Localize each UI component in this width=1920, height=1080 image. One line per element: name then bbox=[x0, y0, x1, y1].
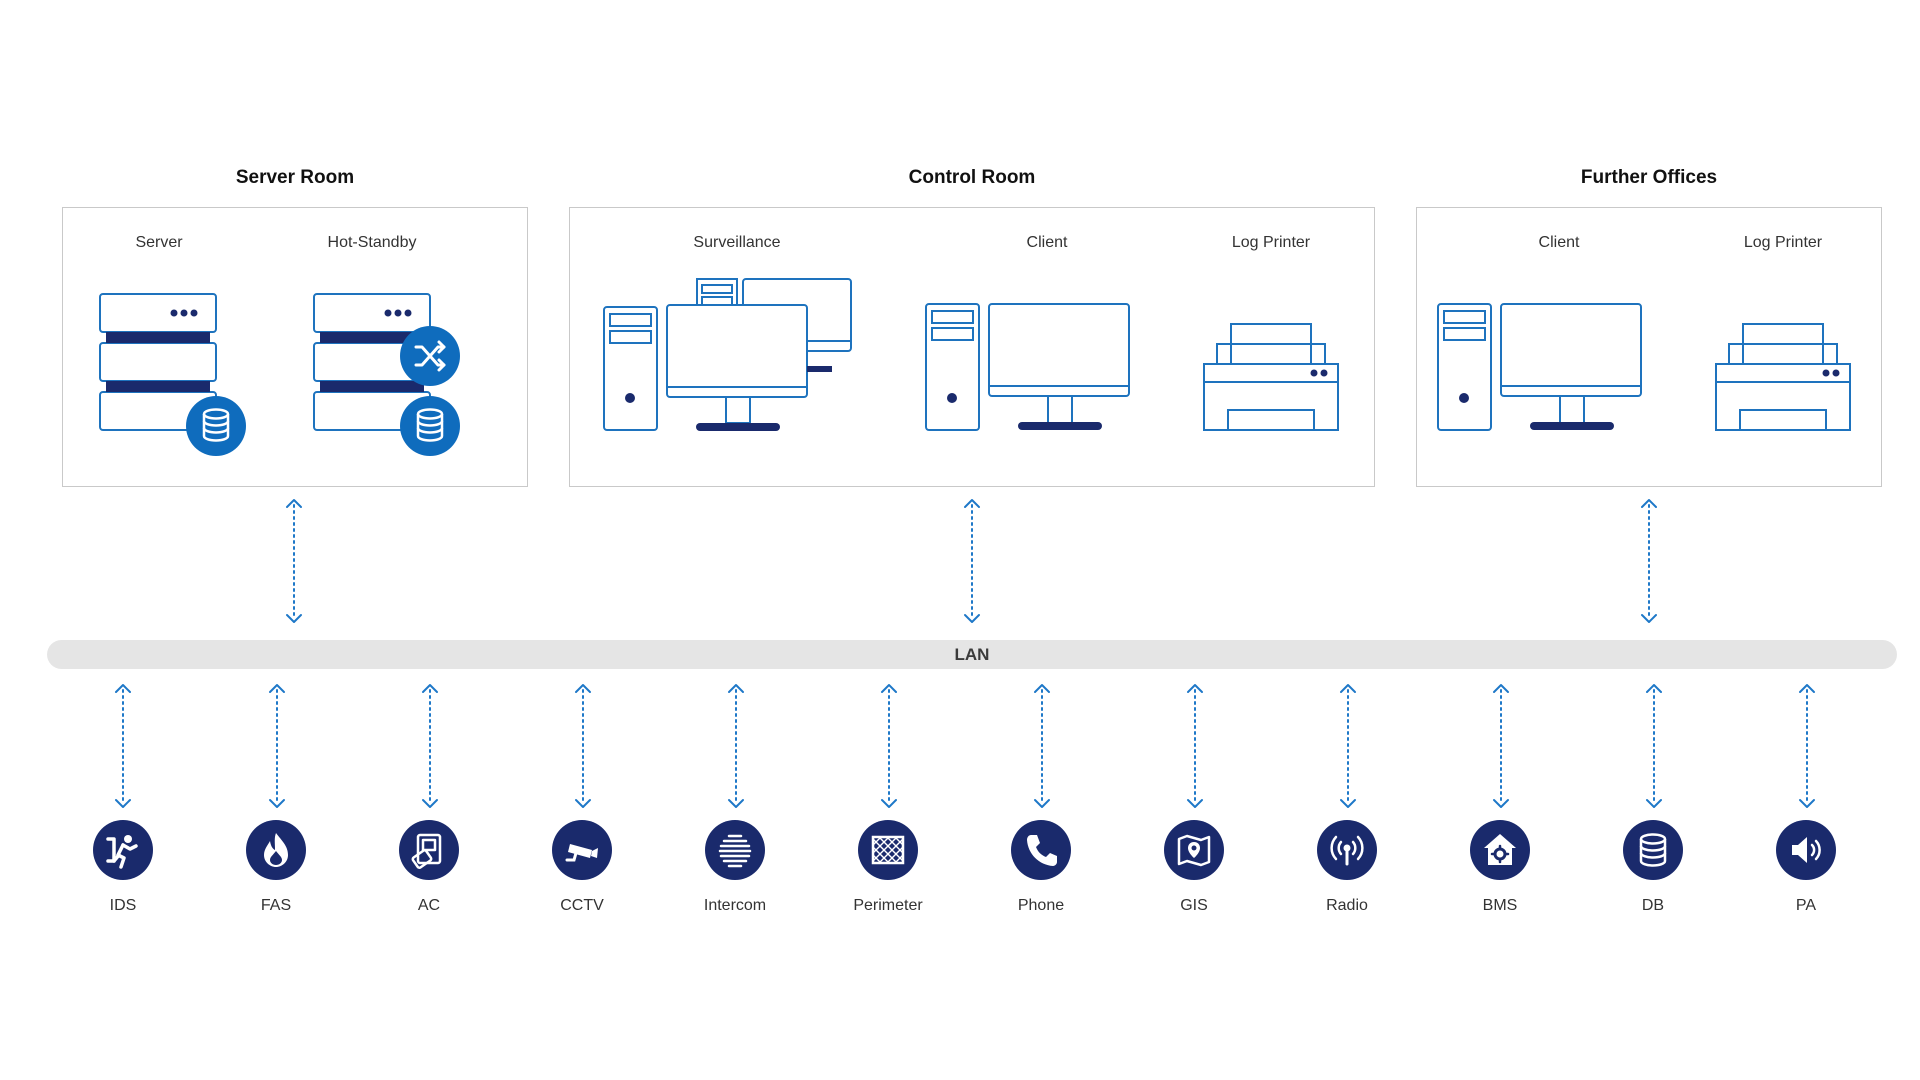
subsystem-cctv: CCTV bbox=[527, 820, 637, 916]
further-offices-box bbox=[1416, 207, 1882, 487]
subsystem-label: PA bbox=[1795, 897, 1817, 914]
phone-icon bbox=[1011, 820, 1071, 880]
subsystem-ac: AC bbox=[374, 820, 484, 916]
pa-lan-connector-arrow bbox=[1799, 684, 1815, 808]
office-client-label: Client bbox=[1538, 234, 1580, 251]
gis-lan-connector-arrow bbox=[1187, 684, 1203, 808]
control-client-computer-icon bbox=[925, 303, 1130, 431]
fence-icon bbox=[858, 820, 918, 880]
intercom-lan-connector-arrow bbox=[728, 684, 744, 808]
subsystem-bms: BMS bbox=[1445, 820, 1555, 916]
subsystem-label: DB bbox=[1641, 897, 1665, 914]
perimeter-lan-connector-arrow bbox=[881, 684, 897, 808]
bms-lan-connector-arrow bbox=[1493, 684, 1509, 808]
radio-waves-icon bbox=[1317, 820, 1377, 880]
further-offices-lan-connector-arrow bbox=[1641, 499, 1657, 623]
ac-lan-connector-arrow bbox=[422, 684, 438, 808]
fire-icon bbox=[246, 820, 306, 880]
server-icon bbox=[99, 293, 246, 456]
control-room-title: Control Room bbox=[908, 167, 1036, 188]
office-log-printer-icon bbox=[1715, 323, 1851, 431]
further-offices-title: Further Offices bbox=[1580, 167, 1718, 188]
subsystem-fas: FAS bbox=[221, 820, 331, 916]
database-icon bbox=[1623, 820, 1683, 880]
radio-lan-connector-arrow bbox=[1340, 684, 1356, 808]
server-room-title: Server Room bbox=[235, 167, 355, 188]
intrusion-running-person-icon bbox=[93, 820, 153, 880]
fas-lan-connector-arrow bbox=[269, 684, 285, 808]
subsystem-ids: IDS bbox=[68, 820, 178, 916]
db-lan-connector-arrow bbox=[1646, 684, 1662, 808]
house-gear-icon bbox=[1470, 820, 1530, 880]
server-label: Server bbox=[135, 234, 183, 251]
camera-icon bbox=[552, 820, 612, 880]
control-log-printer-label: Log Printer bbox=[1231, 234, 1311, 251]
office-client-computer-icon bbox=[1437, 303, 1642, 431]
phone-lan-connector-arrow bbox=[1034, 684, 1050, 808]
loudspeaker-icon bbox=[1776, 820, 1836, 880]
lan-label: LAN bbox=[954, 645, 990, 664]
map-pin-icon bbox=[1164, 820, 1224, 880]
control-log-printer-icon bbox=[1203, 323, 1339, 431]
hot-standby-label: Hot-Standby bbox=[327, 234, 417, 251]
subsystem-perimeter: Perimeter bbox=[833, 820, 943, 916]
surveillance-workstation-icon bbox=[603, 278, 852, 431]
subsystem-label: IDS bbox=[109, 897, 137, 914]
subsystem-label: Intercom bbox=[703, 897, 767, 914]
office-log-printer-label: Log Printer bbox=[1743, 234, 1823, 251]
subsystem-label: GIS bbox=[1180, 897, 1208, 914]
speaker-grille-icon bbox=[705, 820, 765, 880]
lan-bus: LAN bbox=[47, 640, 1897, 669]
subsystem-gis: GIS bbox=[1139, 820, 1249, 916]
subsystem-pa: PA bbox=[1751, 820, 1861, 916]
hot-standby-server-icon bbox=[313, 293, 460, 456]
subsystem-label: Phone bbox=[1017, 897, 1065, 914]
control-client-label: Client bbox=[1026, 234, 1068, 251]
cctv-lan-connector-arrow bbox=[575, 684, 591, 808]
ids-lan-connector-arrow bbox=[115, 684, 131, 808]
server-room-lan-connector-arrow bbox=[286, 499, 302, 623]
subsystem-db: DB bbox=[1598, 820, 1708, 916]
subsystem-label: Radio bbox=[1326, 897, 1368, 914]
subsystem-label: Perimeter bbox=[853, 897, 923, 914]
subsystem-label: BMS bbox=[1482, 897, 1518, 914]
control-room-lan-connector-arrow bbox=[964, 499, 980, 623]
subsystem-label: CCTV bbox=[560, 897, 604, 914]
subsystem-label: AC bbox=[417, 897, 441, 914]
subsystem-intercom: Intercom bbox=[680, 820, 790, 916]
subsystem-radio: Radio bbox=[1292, 820, 1402, 916]
surveillance-label: Surveillance bbox=[693, 234, 781, 251]
subsystem-label: FAS bbox=[260, 897, 292, 914]
subsystem-phone: Phone bbox=[986, 820, 1096, 916]
access-card-icon bbox=[399, 820, 459, 880]
